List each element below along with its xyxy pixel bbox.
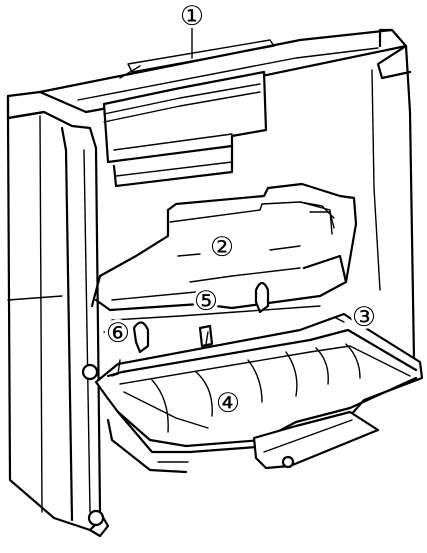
callout-1: ① — [179, 1, 205, 32]
callout-1-label: ① — [180, 1, 204, 32]
callout-2: ② — [209, 232, 235, 263]
callout-4-label: ④ — [216, 388, 240, 419]
top-housing — [6, 28, 408, 120]
inner-compartment — [90, 182, 358, 312]
levers — [103, 281, 321, 354]
callout-4: ④ — [215, 388, 241, 419]
callout-3-label: ③ — [352, 302, 376, 333]
callout-5: ⑤ — [193, 286, 219, 317]
side-details — [7, 115, 105, 527]
open-tray — [94, 312, 424, 474]
callout-2-label: ② — [210, 232, 234, 263]
callout-6: ⑥ — [105, 318, 131, 349]
handle-recess — [102, 70, 268, 188]
callout-6-label: ⑥ — [106, 318, 130, 349]
callout-3: ③ — [351, 302, 377, 333]
leader-lines — [111, 23, 345, 377]
main-body — [6, 44, 416, 538]
callout-5-label: ⑤ — [194, 286, 218, 317]
